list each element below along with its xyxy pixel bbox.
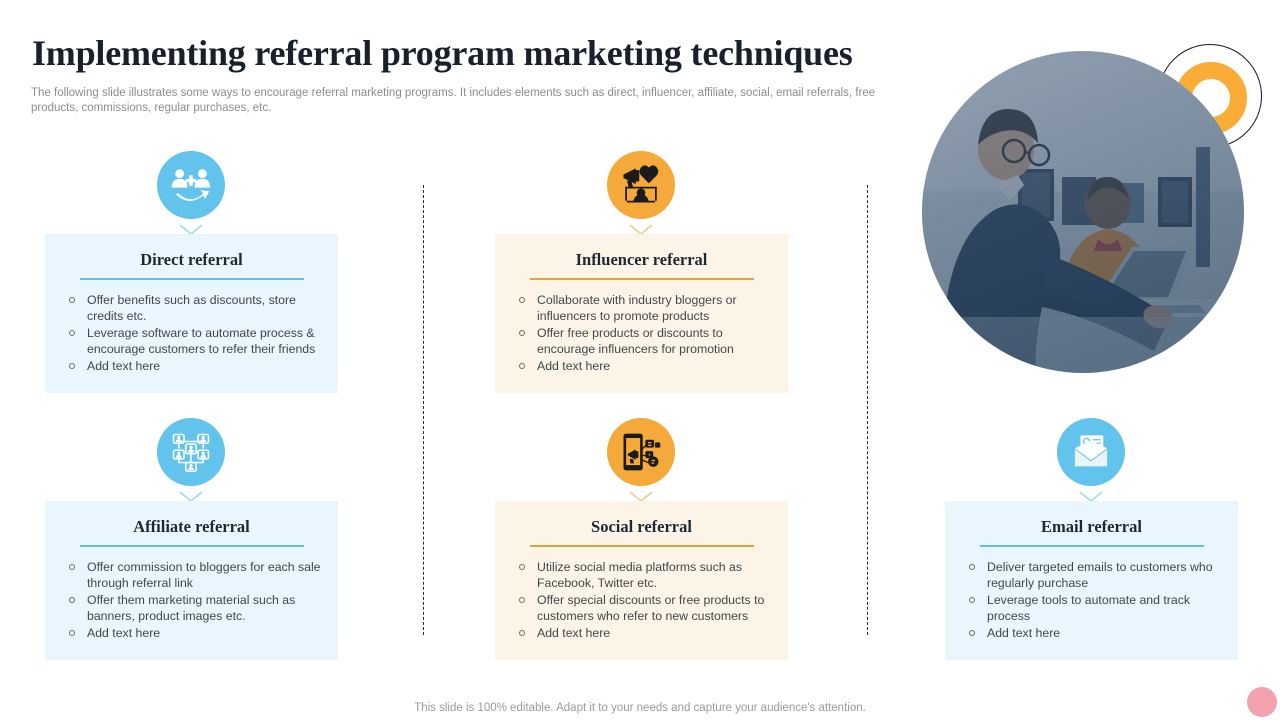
bullet-marker-icon [519,630,525,636]
bullet-marker-icon [69,597,75,603]
card-bullets-influencer: Collaborate with industry bloggers or in… [509,292,774,374]
node-email [1053,418,1129,504]
bullet-text: Leverage software to automate process & … [87,326,316,356]
bullet-marker-icon [519,564,525,570]
list-item: Add text here [65,625,324,641]
decorative-pink-dot [1247,687,1277,717]
list-item: Add text here [515,625,774,641]
node-influencer [603,151,679,237]
bullet-text: Add text here [537,359,611,373]
bullet-text: Utilize social media platforms such as F… [537,560,743,590]
bullet-text: Add text here [537,626,611,640]
list-item: Offer commission to bloggers for each sa… [65,559,324,591]
phone-social-megaphone-icon [607,418,675,486]
list-item: Deliver targeted emails to customers who… [965,559,1224,591]
open-envelope-letter-icon [1057,418,1125,486]
list-item: Utilize social media platforms such as F… [515,559,774,591]
card-social[interactable]: Social referral Utilize social media pla… [495,501,788,660]
card-affiliate[interactable]: Affiliate referral Offer commission to b… [45,501,338,660]
bullet-text: Offer free products or discounts to enco… [537,326,734,356]
card-rule-influencer [529,278,754,280]
card-direct[interactable]: Direct referral Offer benefits such as d… [45,234,338,393]
bullet-marker-icon [969,597,975,603]
bullet-marker-icon [519,297,525,303]
bullet-text: Add text here [87,359,161,373]
network-hierarchy-icon [157,418,225,486]
bullet-text: Offer commission to bloggers for each sa… [87,560,321,590]
card-influencer[interactable]: Influencer referral Collaborate with ind… [495,234,788,393]
bullet-text: Add text here [987,626,1061,640]
card-bullets-affiliate: Offer commission to bloggers for each sa… [59,559,324,641]
footer-note: This slide is 100% editable. Adapt it to… [414,702,866,714]
card-title-direct: Direct referral [140,250,243,269]
column-divider-right [867,185,868,635]
bullet-text: Collaborate with industry bloggers or in… [537,293,737,323]
list-item: Add text here [965,625,1224,641]
card-title-social: Social referral [591,517,692,536]
node-direct [153,151,229,237]
bullet-text: Leverage tools to automate and track pro… [987,593,1191,623]
bullet-marker-icon [69,363,75,369]
node-social [603,418,679,504]
bullet-marker-icon [69,630,75,636]
list-item: Offer benefits such as discounts, store … [65,292,324,324]
bullet-text: Offer them marketing material such as ba… [87,593,296,623]
bullet-marker-icon [969,630,975,636]
node-affiliate [153,418,229,504]
list-item: Collaborate with industry bloggers or in… [515,292,774,324]
bullet-text: Add text here [87,626,161,640]
bullet-marker-icon [69,297,75,303]
two-people-referral-icon [157,151,225,219]
list-item: Leverage tools to automate and track pro… [965,592,1224,624]
card-rule-direct [79,278,304,280]
list-item: Offer them marketing material such as ba… [65,592,324,624]
card-title-influencer: Influencer referral [575,250,708,269]
team-photo [922,51,1244,373]
bullet-marker-icon [969,564,975,570]
card-bullets-email: Deliver targeted emails to customers who… [959,559,1224,641]
card-bullets-direct: Offer benefits such as discounts, store … [59,292,324,374]
list-item: Offer free products or discounts to enco… [515,325,774,357]
page-subtitle: The following slide illustrates some way… [31,87,876,114]
list-item: Add text here [515,358,774,374]
bullet-marker-icon [69,330,75,336]
card-email[interactable]: Email referral Deliver targeted emails t… [945,501,1238,660]
card-rule-email [979,545,1204,547]
bullet-marker-icon [519,363,525,369]
list-item: Offer special discounts or free products… [515,592,774,624]
list-item: Add text here [65,358,324,374]
card-title-affiliate: Affiliate referral [133,517,250,536]
bullet-text: Deliver targeted emails to customers who… [987,560,1213,590]
bullet-marker-icon [519,597,525,603]
page-title: Implementing referral program marketing … [32,33,853,73]
card-title-email: Email referral [1041,517,1142,536]
bullet-text: Offer benefits such as discounts, store … [87,293,296,323]
list-item: Leverage software to automate process & … [65,325,324,357]
column-divider-left [423,185,424,635]
card-rule-affiliate [79,545,304,547]
bullet-marker-icon [519,330,525,336]
bullet-text: Offer special discounts or free products… [537,593,765,623]
bullet-marker-icon [69,564,75,570]
megaphone-heart-influencer-icon [607,151,675,219]
card-bullets-social: Utilize social media platforms such as F… [509,559,774,641]
card-rule-social [529,545,754,547]
